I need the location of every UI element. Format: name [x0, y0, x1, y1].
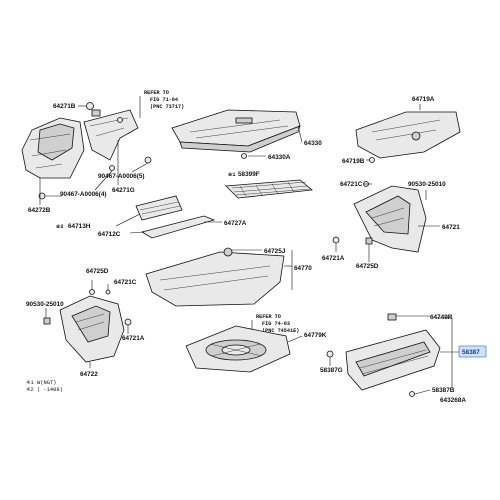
label-64330a: 64330A — [268, 154, 291, 161]
label-64779k: 64779K — [304, 332, 327, 339]
label-64272b: 64272B — [28, 207, 51, 214]
label-64330: 64330 — [304, 140, 322, 147]
reference-text-4: REFER TO — [256, 314, 281, 320]
label-64721c-left: 64721C — [114, 279, 137, 286]
label-64725d-right: 64725D — [356, 263, 379, 270]
reference-note-top: REFER TO FIG 71-04 (PNC 73717) — [139, 90, 184, 118]
label-64722: 64722 — [80, 371, 98, 378]
label-58399f: 58399F — [238, 171, 260, 178]
reference-text-3: (PNC 73717) — [150, 104, 184, 110]
label-64721a-left: 64721A — [122, 335, 145, 342]
label-64725d-left: 64725D — [86, 268, 109, 275]
label-64770: 64770 — [294, 265, 312, 272]
label-64727a: 64727A — [224, 220, 247, 227]
label-64719a: 64719A — [412, 96, 435, 103]
leader-lines-top-left — [39, 105, 149, 205]
quarter-trim-left-assembly — [21, 102, 152, 200]
rear-panel-trim — [326, 313, 460, 397]
reference-text-6: (PNC 74541E) — [262, 328, 299, 334]
trunk-floor-mat — [145, 247, 293, 307]
label-90467-a0006-4: 90467-A0006(4) — [60, 191, 107, 198]
label-90530-25010-left: 90530-25010 — [26, 301, 64, 308]
label-58387g: 58387G — [320, 367, 343, 374]
label-64271g: 64271G — [112, 187, 135, 194]
cargo-net — [225, 179, 313, 199]
label-64721: 64721 — [442, 224, 460, 231]
label-64712c: 64712C — [98, 231, 121, 238]
label-64721c: 64721C — [340, 181, 363, 188]
label-90467-a0006-5: 90467-A0006(5) — [98, 173, 145, 180]
reference-text-1: REFER TO — [144, 90, 169, 96]
note-2: ※2 ( -1408) — [26, 387, 63, 393]
label-64713h: 64713H — [68, 223, 91, 230]
label-90530-25010-right: 90530-25010 — [408, 181, 446, 188]
label-sq-64713h: ※2 — [56, 223, 63, 230]
package-tray-trim — [171, 109, 303, 159]
label-64271b: 64271B — [53, 103, 76, 110]
label-64721a: 64721A — [322, 255, 345, 262]
trunk-lid-trim — [355, 104, 461, 163]
label-58387b: 58387B — [432, 387, 455, 394]
reference-text-2: FIG 71-04 — [150, 97, 178, 103]
highlight-box-58387[interactable] — [458, 345, 487, 358]
scuff-plate — [115, 195, 222, 239]
label-sq-58399f: ※1 — [228, 171, 235, 178]
label-64719b: 64719B — [342, 158, 365, 165]
catalog-number: 643268A — [440, 397, 466, 404]
note-1: ※1 W(NGT) — [26, 380, 56, 386]
trunk-side-trim-right — [332, 181, 440, 262]
trunk-side-trim-left — [43, 280, 132, 368]
label-64725j: 64725J — [264, 248, 286, 255]
spare-tire-tray — [185, 325, 303, 373]
reference-text-5: FIG 74-03 — [262, 321, 290, 327]
label-58387[interactable]: 58387 — [462, 349, 480, 356]
label-64749r: 64749R — [430, 314, 453, 321]
